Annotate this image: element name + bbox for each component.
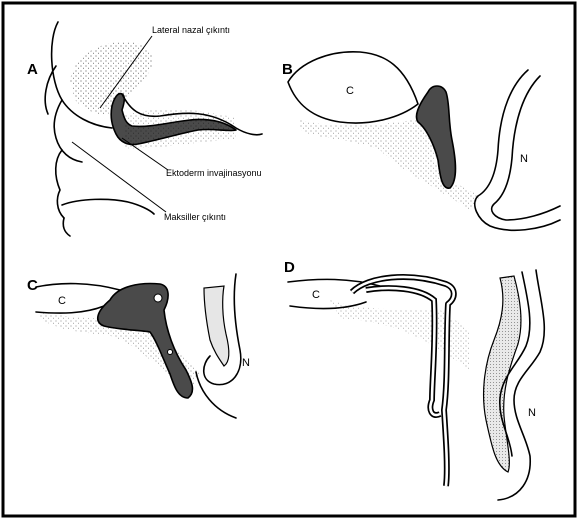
- label-lateral-nasal: Lateral nazal çıkıntı: [152, 25, 230, 35]
- label-d-n: N: [528, 407, 536, 419]
- panel-b-letter: B: [282, 61, 293, 78]
- lumen-c-2: [168, 350, 173, 355]
- label-b-c: C: [346, 85, 354, 97]
- panel-a-letter: A: [27, 61, 38, 78]
- label-maxillary: Maksiller çıkıntı: [164, 212, 226, 222]
- label-d-c: C: [312, 289, 320, 301]
- label-b-n: N: [520, 153, 528, 165]
- label-ectoderm: Ektoderm invajinasyonu: [166, 168, 262, 178]
- label-c-c: C: [58, 295, 66, 307]
- label-c-n: N: [242, 357, 250, 369]
- panel-d-letter: D: [284, 259, 295, 276]
- lumen-c-1: [154, 294, 162, 302]
- panel-c-letter: C: [27, 277, 38, 294]
